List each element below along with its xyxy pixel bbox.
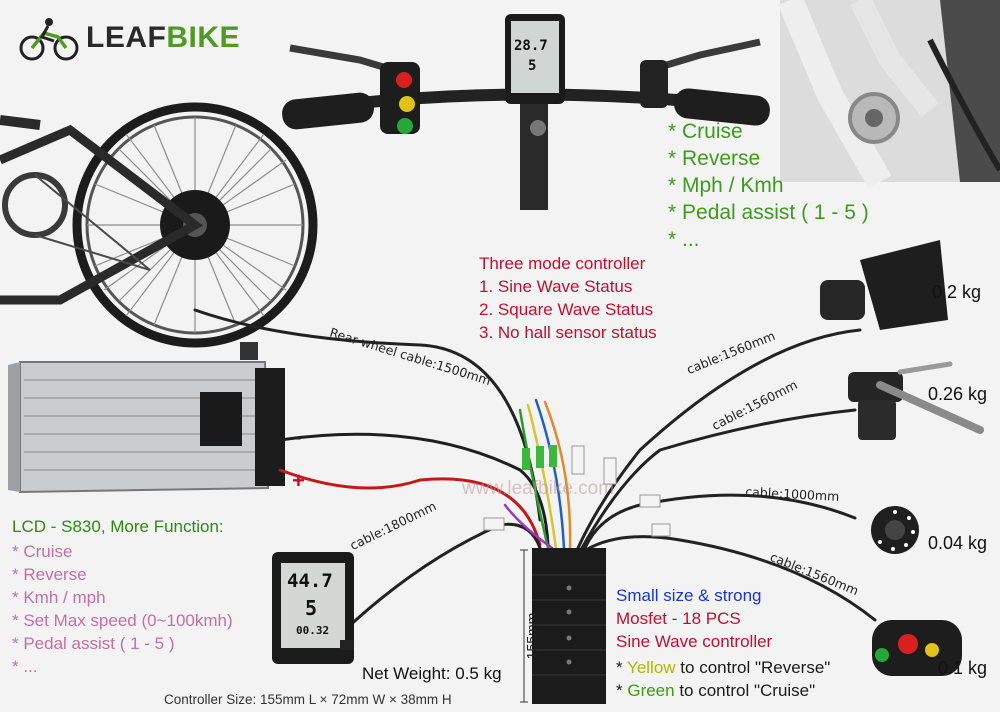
lcd-feature-item: * ... [12, 657, 38, 676]
brake-weight: 0.26 kg [928, 384, 988, 404]
lcd-feature-item: * Reverse [12, 565, 87, 584]
controller-line2: Mosfet - 18 PCS [616, 609, 741, 628]
top-feature-item: * Mph / Kmh [668, 174, 784, 197]
note-bullet: * [616, 681, 628, 700]
yellow-wire-note: * Yellow to control "Reverse" [616, 656, 830, 679]
green-word: Green [627, 681, 675, 700]
controller-line1: Small size & strong [616, 586, 762, 605]
lcd-pas: 5 [305, 596, 318, 620]
note-bullet: * [616, 658, 628, 677]
yellow-note-text: to control "Reverse" [675, 658, 831, 677]
yellow-word: Yellow [627, 658, 676, 677]
top-feature-item: * ... [668, 228, 700, 251]
cyclist-icon [19, 18, 79, 61]
top-display-pas: 5 [528, 58, 537, 74]
rear-wheel-photo [0, 102, 318, 348]
three-mode-item: 2. Square Wave Status [479, 300, 654, 319]
lcd-feature-item: * Pedal assist ( 1 - 5 ) [12, 634, 175, 653]
controller-dimension-label: 155mm [523, 612, 540, 660]
logo-text-bike: BIKE [166, 21, 241, 54]
top-feature-item: * Cruise [668, 120, 743, 143]
three-mode-title: Three mode controller [479, 254, 646, 273]
watermark: www.leafbike.com [462, 478, 615, 499]
function-switch-photo [872, 620, 962, 676]
three-mode-info: Three mode controller 1. Sine Wave Statu… [479, 252, 657, 344]
lcd-feature-item: * Kmh / mph [12, 588, 106, 607]
throttle-photo [820, 240, 948, 330]
pas-weight: 0.04 kg [928, 533, 988, 553]
battery-positive-label: + [292, 468, 305, 493]
throttle-weight: 0.2 kg [932, 282, 982, 302]
controller-wire-notes: * Yellow to control "Reverse" * Green to… [616, 656, 830, 702]
leafbike-logo: LEAFBIKE [18, 14, 240, 62]
controller-photo [520, 548, 606, 704]
cables [193, 308, 877, 632]
brake-lever-photo [848, 361, 984, 440]
top-feature-item: * Reverse [668, 147, 761, 170]
green-wire-note: * Green to control "Cruise" [616, 679, 830, 702]
lcd-speed: 44.7 [287, 570, 333, 592]
switch-weight: 0.1 kg [938, 658, 988, 678]
front-fork-photo [778, 0, 1000, 189]
connectors [483, 445, 671, 537]
three-mode-item: 1. Sine Wave Status [479, 277, 633, 296]
controller-description: Small size & strong Mosfet - 18 PCS Sine… [616, 584, 772, 653]
lcd-feature-item: * Cruise [12, 542, 73, 561]
pas-sensor-photo [871, 506, 919, 554]
top-feature-item: * Pedal assist ( 1 - 5 ) [668, 201, 869, 224]
green-note-text: to control "Cruise" [674, 681, 816, 700]
lcd-feature-list: * Cruise * Reverse * Kmh / mph * Set Max… [12, 540, 233, 678]
lcd-title: LCD - S830, More Function: [12, 517, 224, 536]
battery-negative-label: - [294, 424, 302, 449]
lcd-feature-item: * Set Max speed (0~100kmh) [12, 611, 233, 630]
top-feature-list: * Cruise * Reverse * Mph / Kmh * Pedal a… [668, 118, 869, 253]
lcd-display-photo [272, 552, 354, 664]
logo-text-leaf: LEAF [86, 21, 167, 54]
controller-net-weight: Net Weight: 0.5 kg [362, 664, 502, 683]
battery-photo [8, 342, 285, 494]
top-display-speed: 28.7 [514, 38, 548, 54]
three-mode-item: 3. No hall sensor status [479, 323, 657, 342]
controller-line3: Sine Wave controller [616, 632, 773, 651]
handlebar-photo [282, 14, 770, 210]
controller-size: Controller Size: 155mm L × 72mm W × 38mm… [164, 692, 452, 707]
lcd-odometer: 00.32 [296, 624, 330, 637]
